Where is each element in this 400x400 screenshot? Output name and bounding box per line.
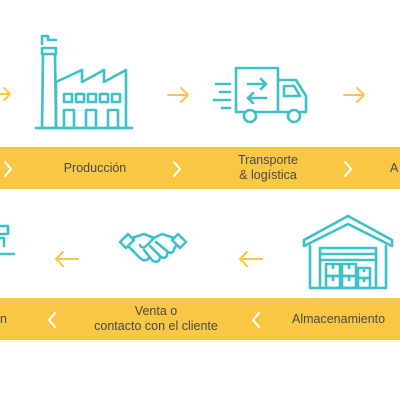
stage-label-line: Transporte: [238, 153, 298, 167]
handshake-icon: [118, 232, 188, 264]
stage-label-produccion: Producción: [63, 161, 127, 175]
stage-label-partial-left: n: [0, 312, 7, 326]
delivery-truck-icon: [212, 66, 308, 124]
chevron-left-icon: [252, 312, 260, 328]
store-icon-partial: [0, 224, 16, 256]
stage-band-bottom: [0, 298, 400, 340]
chevron-right-icon: [344, 161, 352, 177]
factory-icon: [34, 34, 134, 130]
stage-label-venta: Venta o contacto con el cliente: [76, 304, 236, 334]
arrow-left-icon: [239, 251, 263, 267]
arrow-right-icon: [167, 87, 189, 103]
arrow-right-icon: [343, 87, 365, 103]
stage-band-top: [0, 147, 400, 189]
chevron-left-icon: [48, 312, 56, 328]
stage-label-line: & logística: [239, 168, 297, 182]
warehouse-icon: [302, 214, 394, 290]
stage-label-almacenamiento: Almacenamiento: [292, 312, 386, 326]
arrow-right-icon: [0, 87, 11, 101]
chevron-right-icon: [4, 161, 12, 177]
chevron-right-icon: [173, 161, 181, 177]
stage-label-transporte: Transporte & logística: [208, 153, 328, 183]
arrow-left-icon: [55, 251, 79, 267]
stage-label-line: Venta o: [134, 304, 178, 318]
stage-label-partial-right: A: [390, 161, 399, 175]
stage-label-line: contacto con el cliente: [94, 319, 218, 333]
